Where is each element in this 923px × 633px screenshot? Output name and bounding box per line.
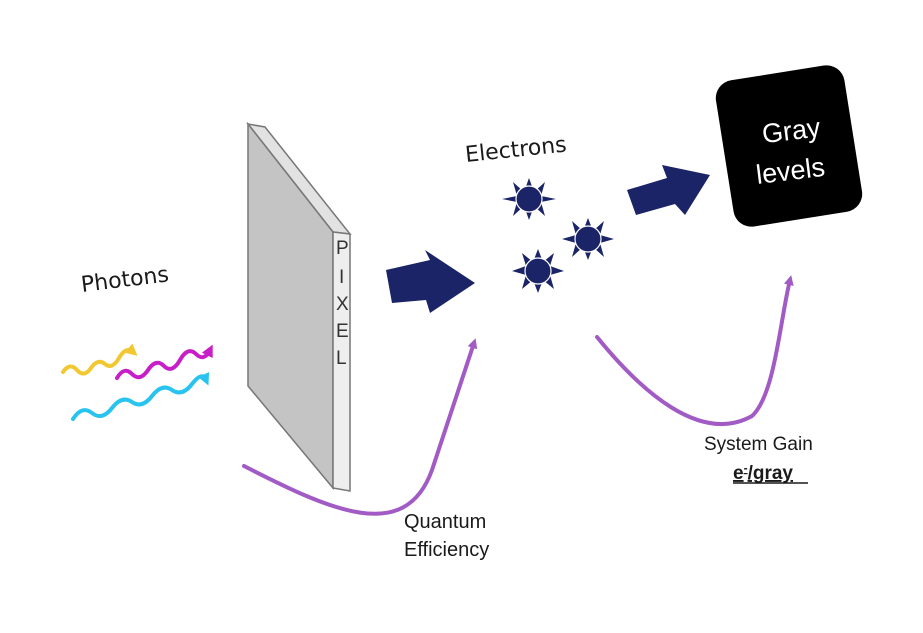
photons-label: Photons — [80, 262, 171, 298]
block-arrow-to-gray-levels-icon — [627, 165, 710, 215]
quantum-efficiency-label-line2: Efficiency — [404, 539, 489, 561]
gray-levels-box: Gray levels — [715, 65, 863, 227]
pixel-letter-x: X — [336, 294, 349, 315]
electrons-label: Electrons — [464, 132, 568, 167]
electron-starburst-icon — [562, 218, 614, 260]
pixel-letter-p: P — [336, 238, 349, 259]
pixel-letter-i: I — [339, 267, 344, 288]
system-gain-label: System Gain — [704, 434, 813, 455]
pixel-letter-e: E — [336, 321, 349, 342]
photon-wave-cyan-icon — [71, 372, 210, 421]
photon-wave-magenta-icon — [115, 344, 213, 380]
pixel-slab: P I X E L — [246, 121, 352, 492]
pixel-side-face — [332, 231, 351, 492]
pixel-front-face — [247, 121, 334, 491]
system-gain-curve — [595, 275, 794, 427]
electron-starburst-icon — [502, 178, 556, 220]
photon-wave-yellow-icon — [61, 343, 138, 376]
gray-levels-label-line1: Gray — [760, 112, 822, 149]
block-arrow-to-electrons-icon — [386, 250, 475, 313]
pixel-letter-l: L — [336, 348, 347, 369]
system-gain-unit: e-/gray — [733, 461, 793, 484]
quantum-efficiency-curve — [242, 338, 478, 516]
quantum-efficiency-label-line1: Quantum — [404, 511, 486, 533]
electron-starburst-icon — [512, 249, 564, 293]
